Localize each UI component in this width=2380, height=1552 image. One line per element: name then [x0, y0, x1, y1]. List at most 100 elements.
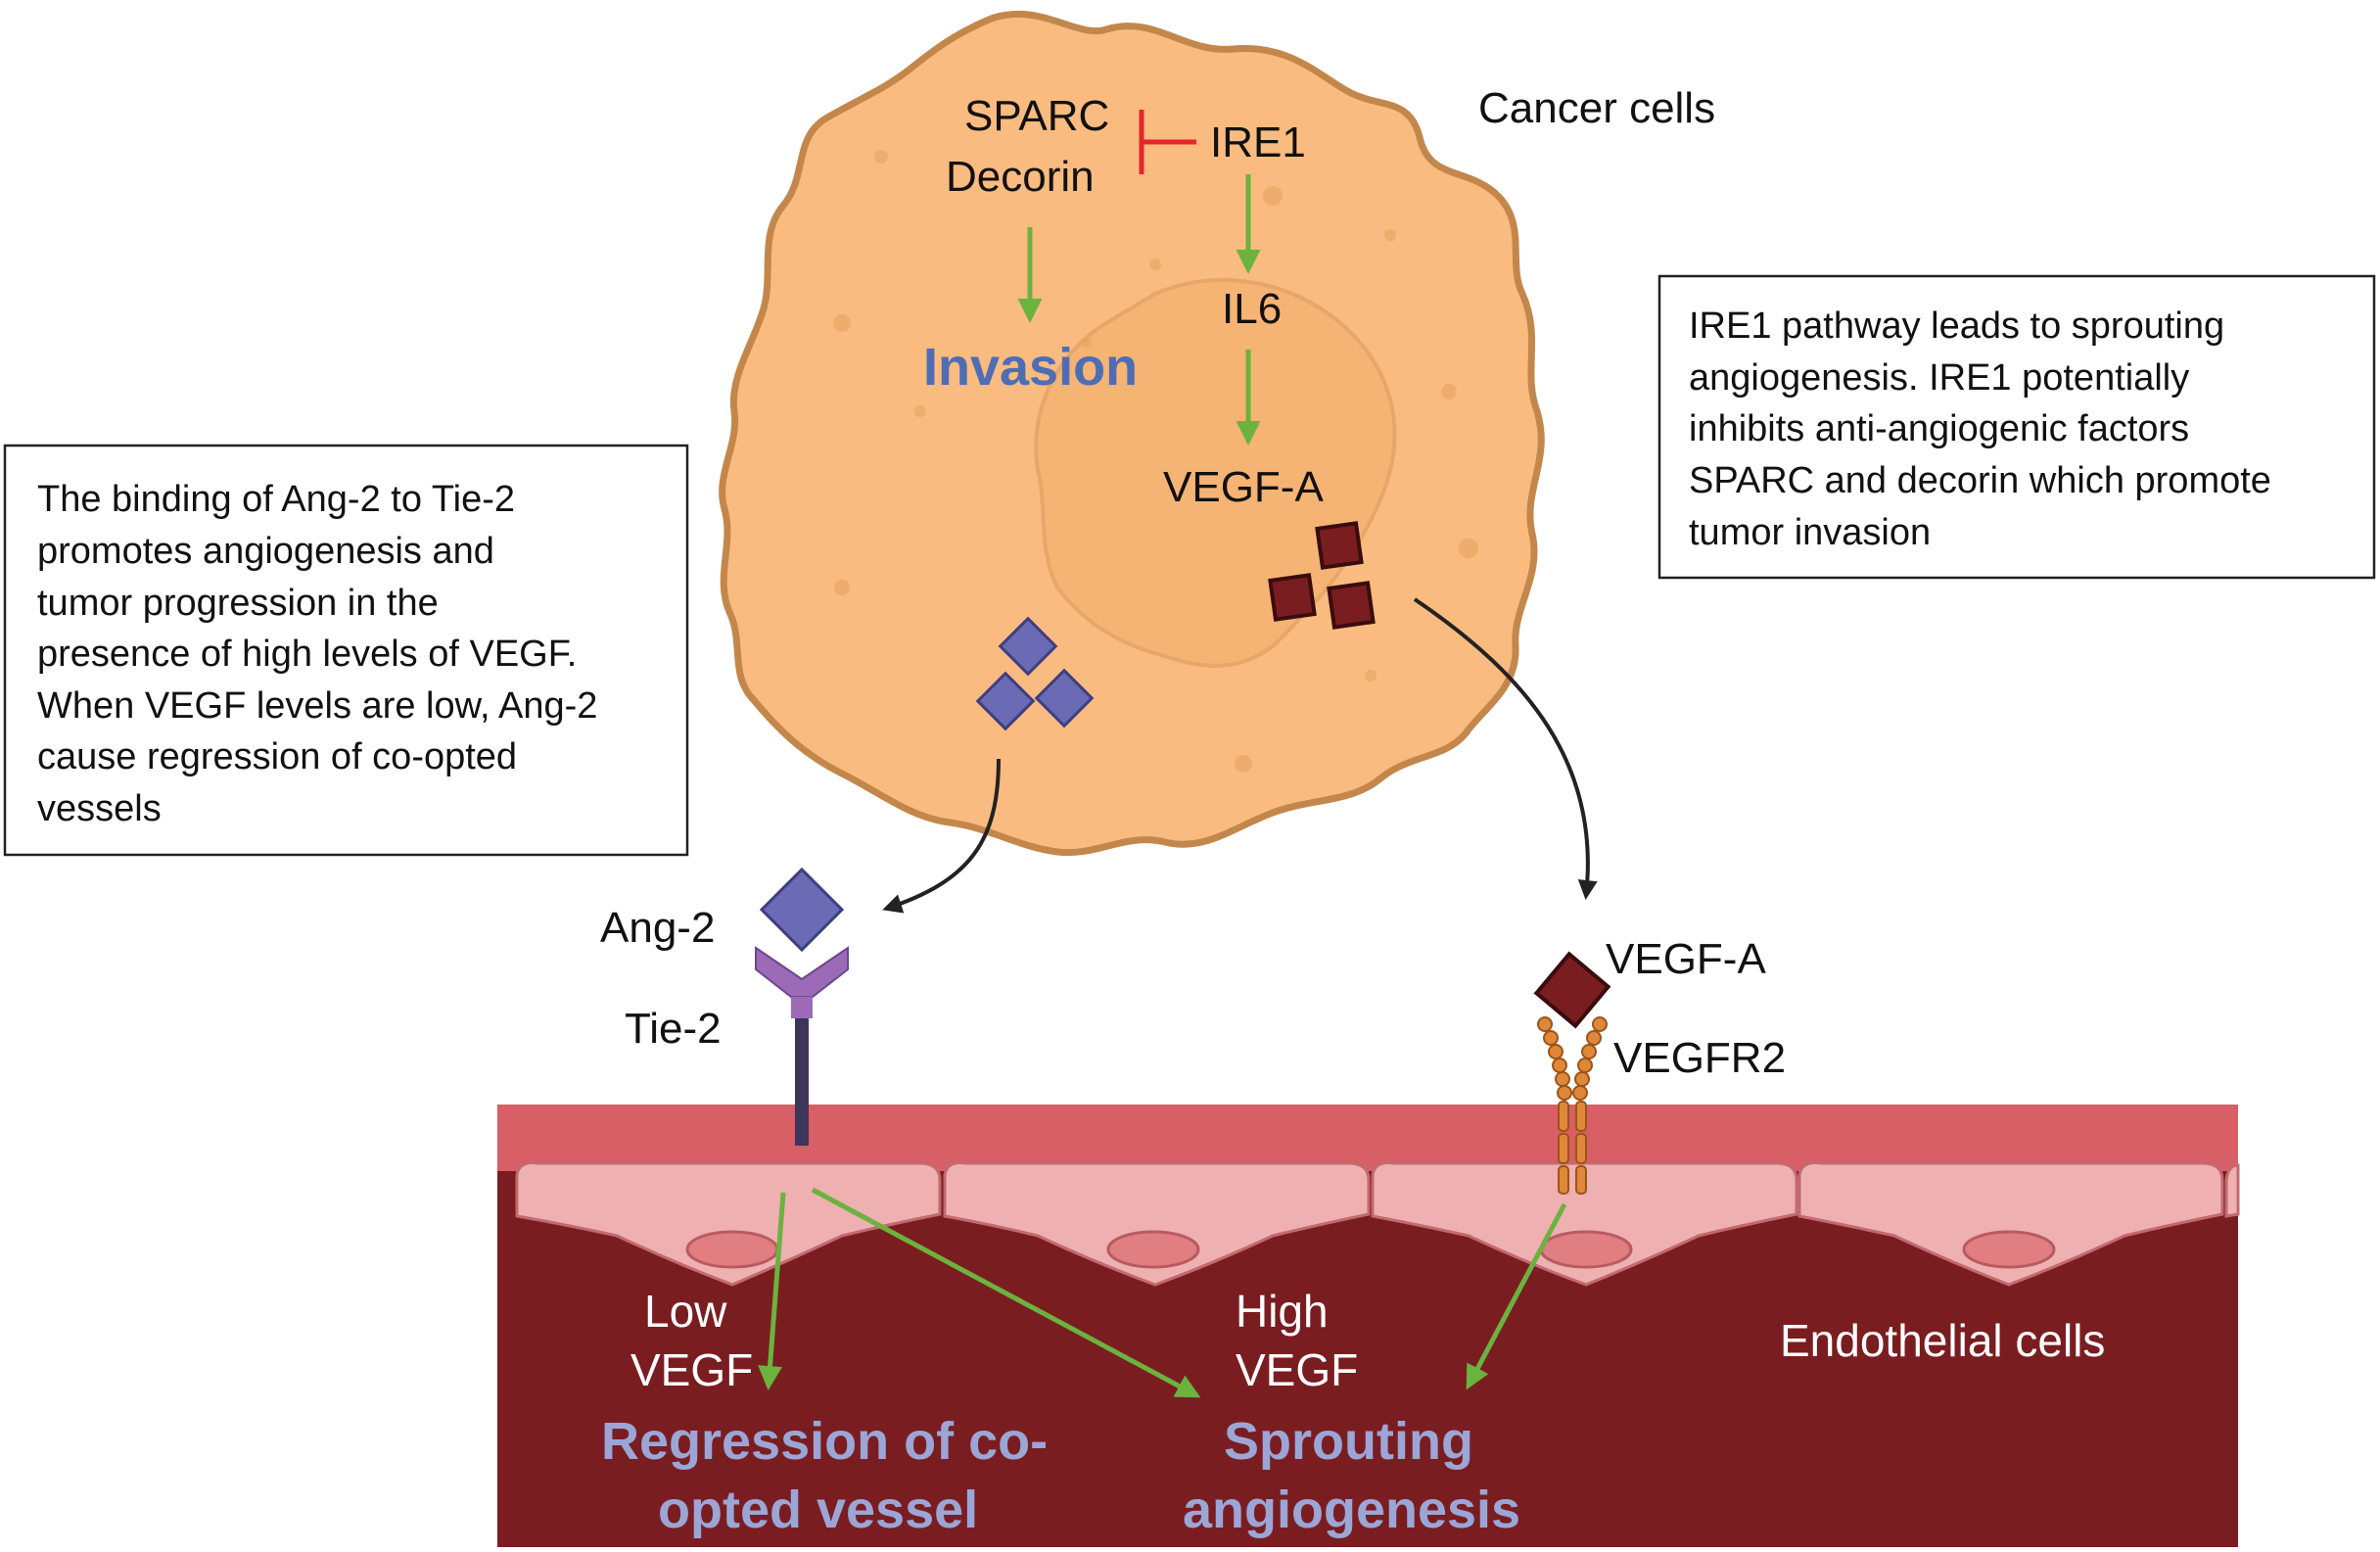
- endothelial-cell: [943, 1161, 1371, 1287]
- cytoplasm-dot: [1459, 539, 1478, 558]
- vegfr2-domain: [1574, 1071, 1590, 1087]
- endothelial-layer: [515, 1161, 2240, 1287]
- arrow-ang2-release: [882, 758, 1001, 914]
- left-box-line: cause regression of co-opted: [37, 736, 517, 777]
- left-box-line: tumor progression in the: [37, 583, 439, 624]
- tie2-receptor: [755, 946, 849, 1146]
- ang2-cluster: [975, 616, 1095, 731]
- vegfr2-domain: [1572, 1085, 1588, 1101]
- vegfr2-receptor: [1537, 1016, 1608, 1195]
- vegfr2-domain: [1543, 1030, 1559, 1046]
- endothelial-nucleus: [1539, 1230, 1633, 1269]
- cytoplasm-dot: [914, 405, 926, 417]
- low-vegf-label-line2: VEGF: [630, 1344, 753, 1395]
- cytoplasm-dot: [1263, 186, 1283, 206]
- arrow-to-sprouting-left: [811, 1187, 1201, 1398]
- vegfr2-segment: [1558, 1165, 1569, 1195]
- arrow-to-sprouting-right: [1466, 1202, 1567, 1390]
- il6-label: IL6: [1222, 285, 1282, 333]
- cancer-cell: [719, 10, 1545, 857]
- left-box-line: vessels: [37, 788, 162, 829]
- right-box-line: SPARC and decorin which promote: [1689, 460, 2271, 501]
- vegf-square: [1315, 521, 1364, 570]
- low-vegf-label-line1: Low: [644, 1286, 727, 1337]
- vegfr2-segment: [1575, 1133, 1587, 1164]
- vegfr2-segment: [1575, 1101, 1587, 1132]
- vegf-a-ligand: [1533, 951, 1611, 1029]
- vegfr2-domain: [1557, 1085, 1572, 1101]
- right-box-line: angiogenesis. IRE1 potentially: [1689, 357, 2189, 399]
- ang2-label: Ang-2: [600, 904, 715, 952]
- endothelial-cell: [515, 1161, 942, 1287]
- high-vegf-label-line1: High: [1236, 1286, 1329, 1337]
- vegf-cluster: [1268, 521, 1376, 630]
- endothelial-cell: [1371, 1161, 1798, 1287]
- vegf-a-inside-label: VEGF-A: [1163, 463, 1324, 511]
- vegfr2-domain: [1581, 1044, 1597, 1059]
- tie2-label: Tie-2: [625, 1005, 722, 1053]
- vegfr2-domain: [1555, 1071, 1570, 1087]
- left-box-line: When VEGF levels are low, Ang-2: [37, 685, 597, 727]
- left-annotation-box: The binding of Ang-2 to Tie-2 promotes a…: [3, 444, 689, 857]
- vegfr2-domain: [1586, 1030, 1602, 1046]
- right-box-line: tumor invasion: [1689, 512, 1931, 553]
- vegfr2-domain: [1577, 1058, 1593, 1073]
- cytoplasm-dots: [833, 150, 1478, 773]
- vegfr2-label: VEGFR2: [1613, 1034, 1786, 1082]
- invasion-label: Invasion: [923, 338, 1138, 397]
- tie2-receptor-stem: [791, 997, 813, 1018]
- endothelial-cell-partial: [2224, 1163, 2240, 1218]
- cytoplasm-dot: [1365, 670, 1377, 682]
- blood-vessel: [497, 1105, 2240, 1547]
- endothelial-nucleus: [1962, 1230, 2056, 1269]
- left-box-line: presence of high levels of VEGF.: [37, 634, 577, 675]
- ire1-label: IRE1: [1210, 118, 1306, 166]
- left-box-line: The binding of Ang-2 to Tie-2: [37, 479, 515, 520]
- cancer-cells-label: Cancer cells: [1478, 84, 1715, 132]
- vessel-wall: [497, 1105, 2238, 1171]
- left-box-line: promotes angiogenesis and: [37, 531, 494, 572]
- sparc-label: SPARC: [964, 92, 1109, 140]
- cytoplasm-dot: [1082, 338, 1092, 348]
- ang2-diamond: [975, 671, 1036, 731]
- vegfr2-segment: [1558, 1101, 1569, 1132]
- ang2-diamond: [998, 616, 1058, 677]
- regression-label-line2: opted vessel: [658, 1481, 978, 1539]
- arrow-vegf-release: [1413, 597, 1598, 900]
- ang2-diamond: [1034, 668, 1095, 729]
- endothelial-cells-label: Endothelial cells: [1780, 1315, 2105, 1366]
- vegfr2-segment: [1558, 1133, 1569, 1164]
- vegfr2-segment: [1575, 1165, 1587, 1195]
- high-vegf-label-line2: VEGF: [1236, 1344, 1358, 1395]
- vegfr2-domain: [1537, 1016, 1553, 1032]
- sprouting-label-line1: Sprouting: [1224, 1412, 1473, 1471]
- decorin-label: Decorin: [946, 153, 1095, 201]
- cytoplasm-dot: [1384, 229, 1396, 241]
- vegfr2-domain: [1592, 1016, 1608, 1032]
- nucleus-outline: [1034, 277, 1397, 668]
- vegfr2-domain: [1548, 1044, 1563, 1059]
- tie2-receptor-tail: [795, 1018, 809, 1146]
- right-box-line: inhibits anti-angiogenic factors: [1689, 408, 2189, 449]
- right-box-line: IRE1 pathway leads to sprouting: [1689, 306, 2224, 347]
- endothelial-nucleus: [685, 1230, 779, 1269]
- ang2-ligand: [759, 867, 845, 953]
- right-annotation-box: IRE1 pathway leads to sprouting angiogen…: [1657, 274, 2376, 580]
- tie2-receptor-head: [755, 946, 849, 998]
- vegf-square: [1268, 573, 1317, 622]
- vegfr2-domain: [1552, 1058, 1567, 1073]
- right-annotation-frame: [1657, 274, 2376, 580]
- endothelial-nucleus: [1106, 1230, 1200, 1269]
- cytoplasm-dot: [833, 314, 851, 332]
- cytoplasm-dot: [1235, 755, 1252, 773]
- sprouting-label-line2: angiogenesis: [1183, 1481, 1520, 1539]
- left-annotation-frame: [3, 444, 689, 857]
- vegf-a-receptor-label: VEGF-A: [1606, 935, 1766, 983]
- regression-label-line1: Regression of co-: [601, 1412, 1048, 1471]
- cytoplasm-dot: [1149, 259, 1161, 270]
- endothelial-cell: [1797, 1161, 2224, 1287]
- cytoplasm-dot: [874, 150, 888, 164]
- inhibition-symbol: [1139, 110, 1196, 174]
